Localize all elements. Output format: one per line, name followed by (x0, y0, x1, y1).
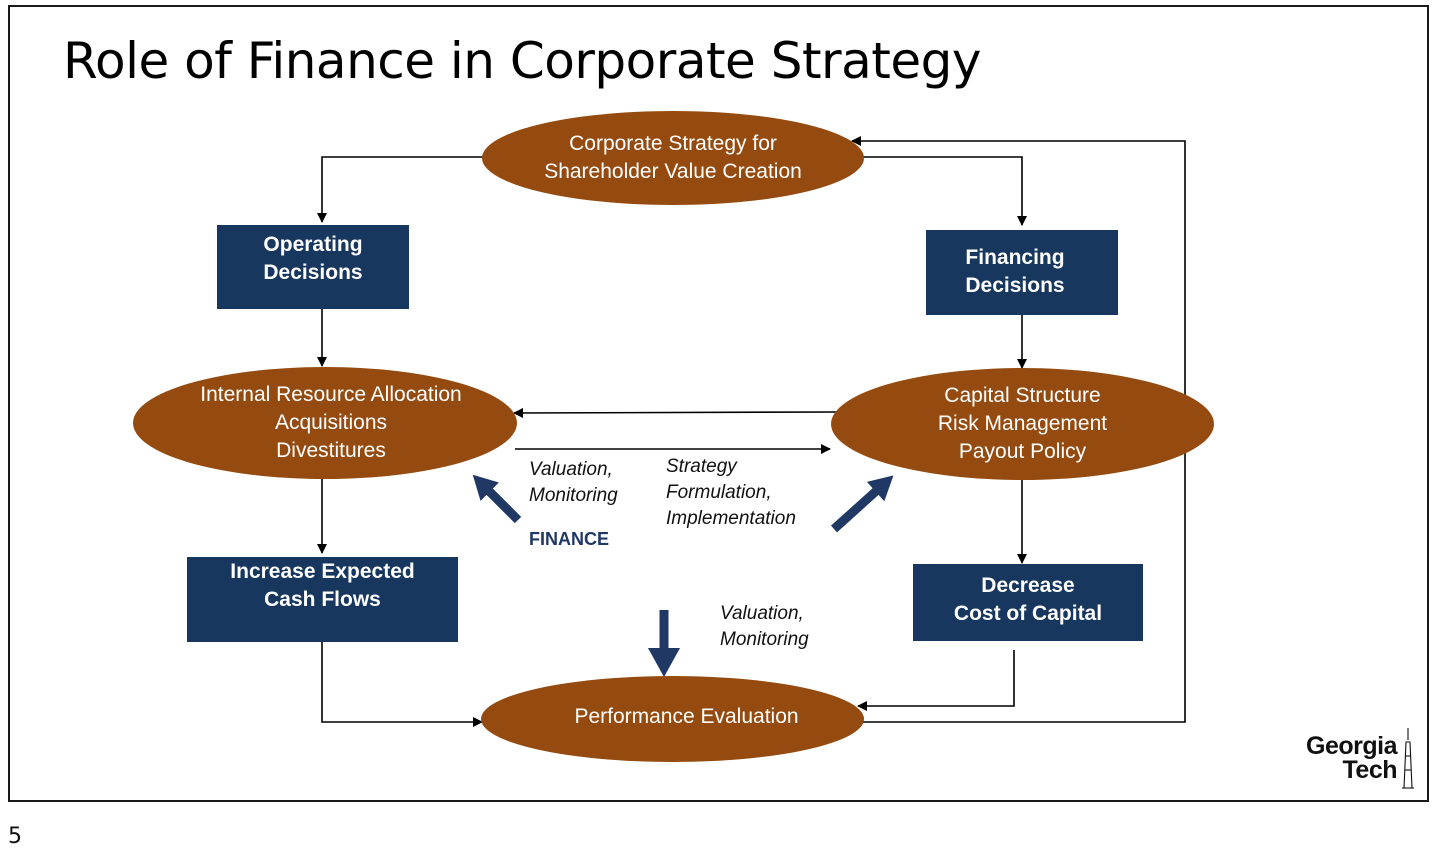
annotation-valuation-monitoring-bottom: Valuation, Monitoring (720, 603, 809, 650)
logo-line-2: Tech (1342, 756, 1398, 784)
node-decrease-cost-capital: Decrease Cost of Capital (913, 564, 1143, 641)
slide-title: Role of Finance in Corporate Strategy (63, 32, 981, 90)
connector-strategy-to-operating (317, 156, 486, 223)
connector-cashflows-to-performance (321, 642, 483, 727)
node-increase-cash-flows: Increase Expected Cash Flows (187, 557, 458, 642)
finance-arrow-down (648, 610, 680, 677)
connector-capital-to-internal (513, 407, 837, 418)
node-internal-allocation: Internal Resource Allocation Acquisition… (133, 367, 517, 479)
annotation-valuation-monitoring-left: Valuation, Monitoring (529, 459, 618, 506)
finance-arrow-right (830, 475, 894, 533)
node-financing-decisions: Financing Decisions (926, 230, 1118, 315)
logo-line-1: Georgia (1306, 732, 1397, 760)
annotation-strategy-formulation: Strategy Formulation, Implementation (666, 456, 796, 529)
connector-strategy-to-financing (862, 156, 1027, 226)
node-capital-structure: Capital Structure Risk Management Payout… (831, 368, 1214, 480)
node-operating-decisions: Operating Decisions (217, 225, 409, 309)
georgia-tech-logo: Georgia Tech (1306, 732, 1398, 784)
page-number: 5 (8, 824, 22, 849)
tech-tower-icon (1402, 728, 1414, 789)
node-performance-evaluation: Performance Evaluation (481, 676, 864, 762)
annotation-finance: FINANCE (529, 529, 609, 549)
slide-frame (8, 5, 1429, 802)
node-corporate-strategy: Corporate Strategy for Shareholder Value… (482, 111, 864, 205)
connector-cost-to-performance (857, 650, 1015, 711)
finance-arrow-left (472, 474, 522, 524)
